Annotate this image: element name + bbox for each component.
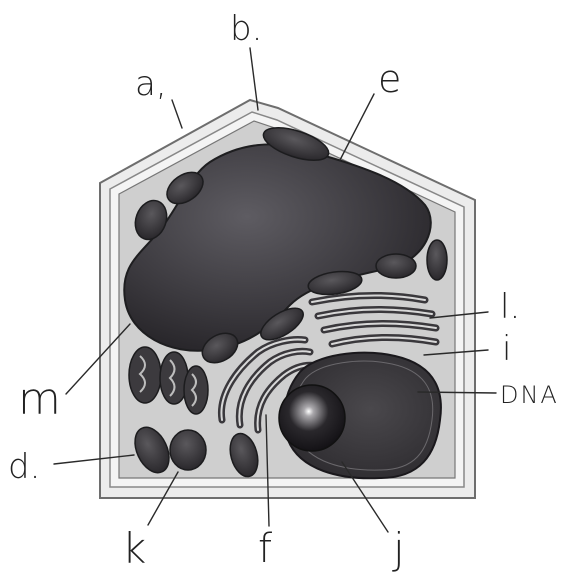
mitochondrion <box>184 366 208 414</box>
label-m: m <box>18 374 61 425</box>
nucleolus <box>279 385 345 451</box>
label-e: e <box>378 57 401 101</box>
label-i: i <box>502 329 511 369</box>
label-k: k <box>122 524 146 572</box>
mitochondrion <box>129 347 161 403</box>
chloroplast <box>427 240 447 280</box>
label-d: d. <box>8 447 40 487</box>
label-l: l. <box>500 287 520 327</box>
label-dna: DNA <box>500 381 559 409</box>
label-a: a, <box>135 64 167 104</box>
chloroplast <box>170 430 206 470</box>
label-j: j <box>392 524 405 572</box>
label-b: b. <box>230 9 262 49</box>
chloroplast <box>376 254 416 278</box>
label-f: f <box>258 526 272 572</box>
